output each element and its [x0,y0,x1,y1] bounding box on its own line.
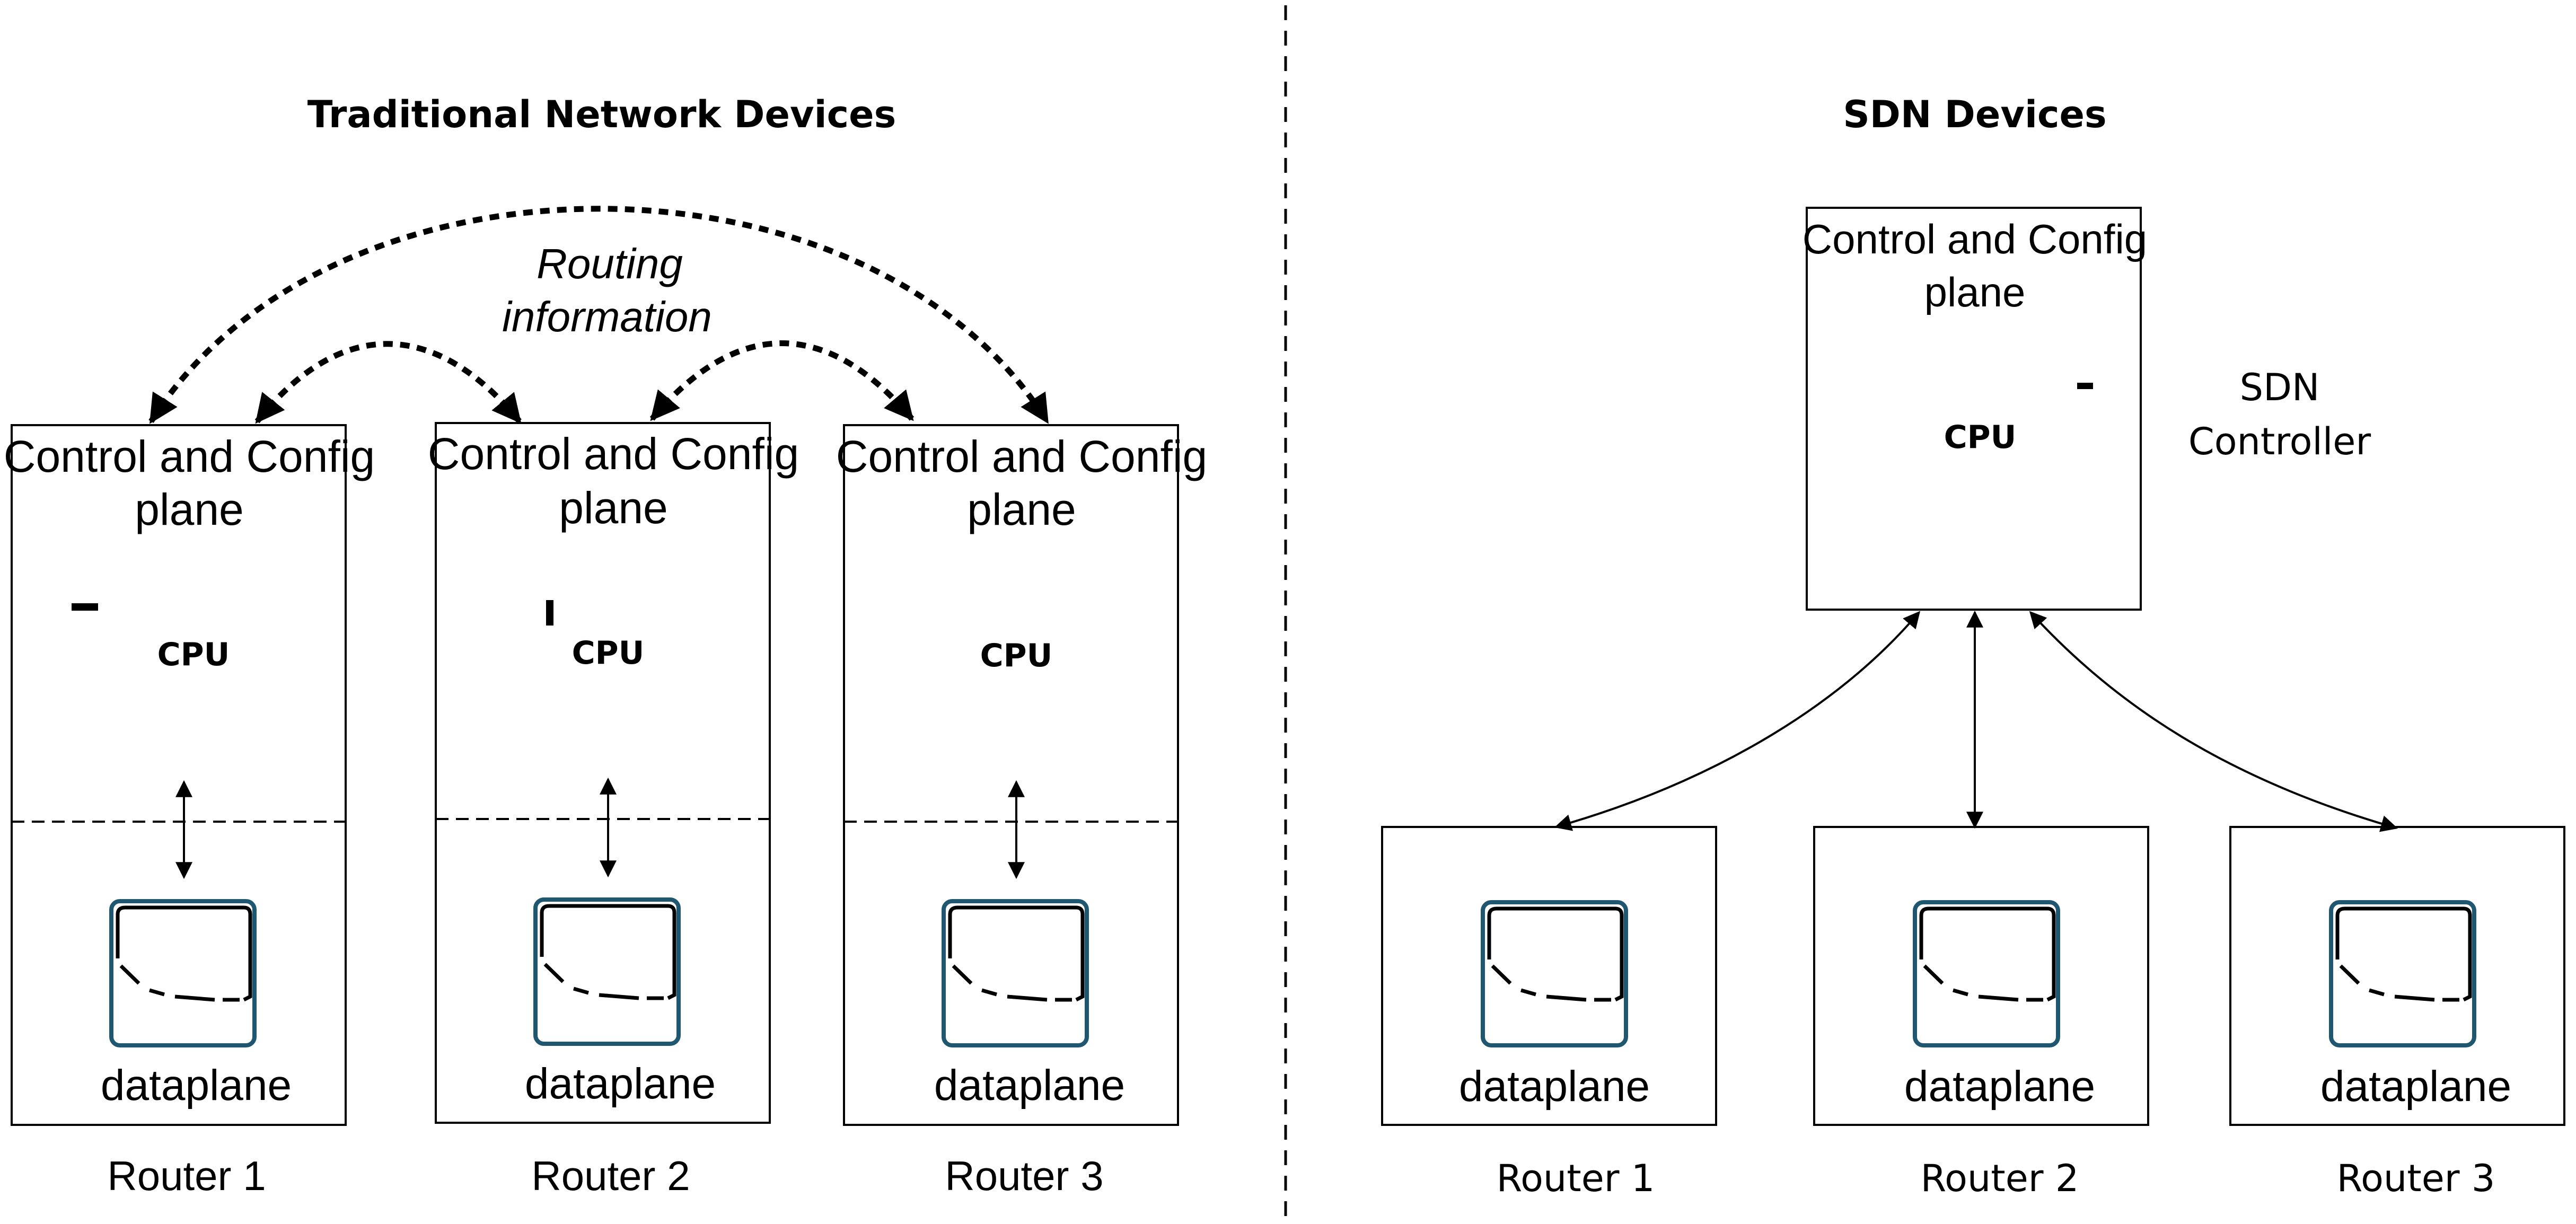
controller-box [1806,207,2142,611]
sdn-router-1-label: Router 1 [1497,1157,1655,1200]
controller-links [1554,610,2398,832]
dataplane-chip-icon [109,899,257,1047]
sdn-router-2-label: Router 2 [1921,1157,2079,1200]
routing-information-label: Routing [537,240,683,287]
router-box [2229,826,2565,1126]
cpu-label: CPU [980,637,1053,674]
dataplane-label: dataplane [1904,1062,2095,1111]
router-box [1813,826,2149,1126]
sdn-controller: Control and Config plane CPU [1803,207,2147,611]
control-plane-label: Control and Config [428,429,799,479]
cpu-mark [72,603,98,611]
dataplane-label: dataplane [934,1061,1125,1109]
sdn-router-3-label: Router 3 [2337,1157,2495,1200]
dataplane-label: dataplane [2320,1062,2511,1111]
traditional-router-3-label: Router 3 [945,1152,1103,1199]
control-plane-label-line2: plane [135,485,244,534]
traditional-router-2-label: Router 2 [531,1152,690,1199]
routing-arc-router2-router3 [649,340,915,421]
routing-information-label-line2: information [502,293,712,340]
router-box [435,422,771,1124]
cpu-label: CPU [1944,419,2017,456]
router-box [843,424,1179,1126]
control-plane-label-line2: plane [559,483,668,533]
sdn-controller-label: SDN [2240,366,2320,409]
routing-information-arrows [148,206,1050,424]
router-box [11,424,347,1126]
routing-arc-router1-router2 [254,341,522,424]
cpu-label: CPU [157,636,230,673]
traditional-router-2: Control and Config plane CPU dataplane [428,422,799,1124]
sdn-router-3: dataplane [2229,826,2565,1126]
controller-link-router3 [2029,611,2398,832]
controller-plane-label-line2: plane [1924,269,2026,315]
dataplane-label: dataplane [101,1061,292,1109]
dataplane-chip-icon [2329,900,2476,1047]
sdn-router-2: dataplane [1813,826,2149,1126]
dataplane-label: dataplane [525,1060,716,1108]
control-plane-label: Control and Config [836,432,1207,481]
traditional-title: Traditional Network Devices [307,93,896,136]
control-plane-label: Control and Config [4,432,375,481]
sdn-title: SDN Devices [1843,93,2106,136]
traditional-router-1: Control and Config plane CPU dataplane [4,424,375,1126]
dataplane-chip-icon [1481,900,1628,1047]
cpu-label: CPU [572,635,645,672]
dataplane-chip-icon [533,897,681,1046]
router-box [1381,826,1717,1126]
cpu-mark [546,600,553,626]
controller-link-router1 [1554,611,1921,831]
sdn-router-1: dataplane [1381,826,1717,1126]
sdn-controller-label-line2: Controller [2188,420,2371,463]
dataplane-chip-icon [1913,900,2060,1047]
routing-arc-router1-router3 [148,206,1050,424]
traditional-router-1-label: Router 1 [107,1152,266,1199]
dataplane-chip-icon [942,899,1089,1047]
control-plane-label-line2: plane [967,485,1076,534]
dataplane-label: dataplane [1459,1062,1650,1111]
controller-plane-label: Control and Config [1803,216,2147,262]
traditional-router-3: Control and Config plane CPU dataplane [836,424,1207,1126]
cpu-mark [2077,383,2093,389]
